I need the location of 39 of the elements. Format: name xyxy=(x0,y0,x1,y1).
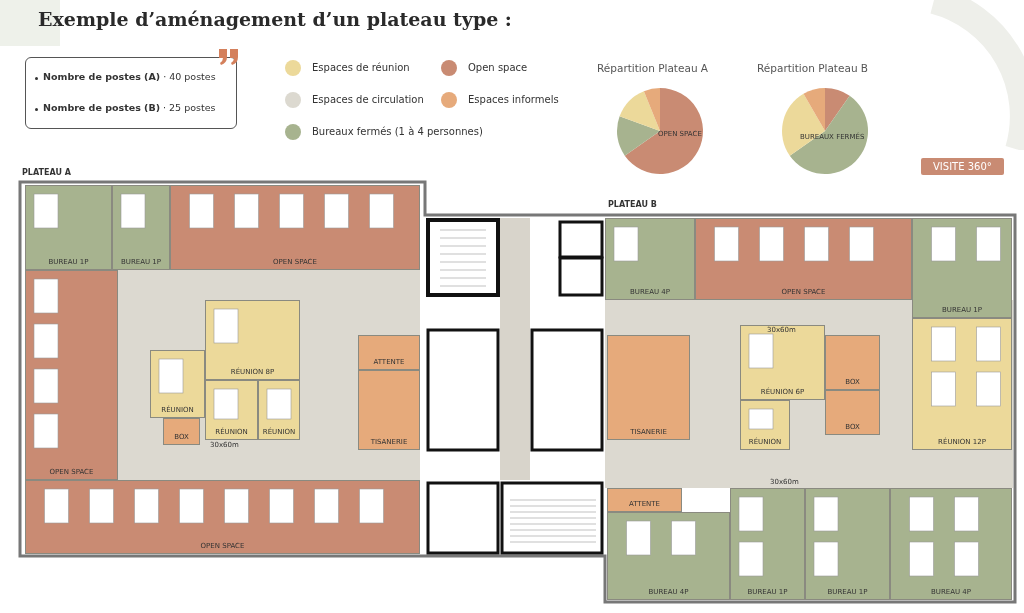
meeting-room xyxy=(740,325,825,400)
bullet-item: Nombre de postes (A) · 40 postes xyxy=(43,71,216,82)
legend-label: Espaces de réunion xyxy=(312,62,410,73)
plan-heading: PLATEAU A xyxy=(22,168,71,177)
open-space-area xyxy=(695,218,912,300)
chart-title: Répartition Plateau B xyxy=(757,62,869,74)
tour-badge: VISITE 360° xyxy=(921,158,1004,175)
meeting-room xyxy=(150,350,205,418)
bullet-item: Nombre de postes (B) · 25 postes xyxy=(43,102,216,113)
plan-heading: PLATEAU B xyxy=(608,200,657,209)
waiting-area xyxy=(607,488,682,512)
page-title: Exemple d’aménagement d’un plateau type : xyxy=(38,8,512,30)
waiting-area xyxy=(358,335,420,370)
meeting-room xyxy=(205,380,258,440)
meeting-room xyxy=(205,300,300,380)
break-room xyxy=(607,335,690,440)
legend-label: Bureaux fermés (1 à 4 personnes) xyxy=(312,126,483,137)
chart-title: Répartition Plateau A xyxy=(597,62,709,74)
office-room xyxy=(730,488,805,600)
office-room xyxy=(912,218,1012,318)
open-space-area xyxy=(170,185,420,270)
open-space-area xyxy=(25,480,420,554)
booth-room xyxy=(825,335,880,390)
office-room xyxy=(605,218,695,300)
meeting-room xyxy=(258,380,300,440)
office-room xyxy=(112,185,170,270)
legend-label: Espaces informels xyxy=(468,94,559,105)
legend-label: Open space xyxy=(468,62,528,73)
office-room xyxy=(805,488,890,600)
break-room xyxy=(358,370,420,450)
open-space-area xyxy=(25,270,118,480)
meeting-room xyxy=(740,400,790,450)
booth-room xyxy=(163,418,200,445)
office-room xyxy=(890,488,1012,600)
booth-room xyxy=(825,390,880,435)
legend-label: Espaces de circulation xyxy=(312,94,424,105)
office-room xyxy=(25,185,112,270)
office-room xyxy=(607,512,730,600)
meeting-room xyxy=(912,318,1012,450)
